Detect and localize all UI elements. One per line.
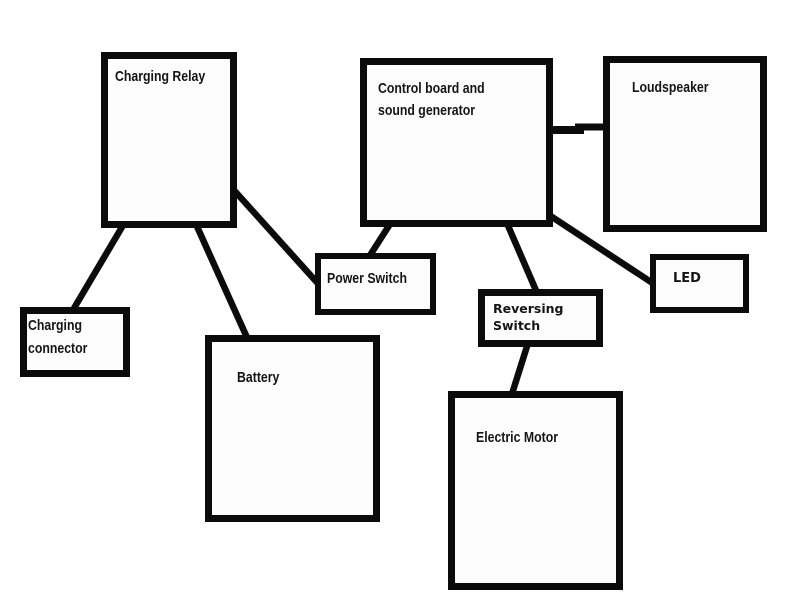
edge-control-board-reversing-switch bbox=[503, 219, 541, 297]
node-reversing-switch: Reversing Switch bbox=[478, 289, 603, 347]
node-charging-relay: Charging Relay bbox=[101, 52, 237, 228]
edge-reversing-switch-electric-motor bbox=[507, 339, 533, 398]
node-loudspeaker-label: Loudspeaker bbox=[632, 79, 709, 96]
node-charging-connector-label: Charging connector bbox=[28, 317, 88, 357]
node-control-board-label: Control board and sound generator bbox=[378, 80, 485, 119]
node-electric-motor-label: Electric Motor bbox=[476, 429, 559, 446]
node-power-switch-label: Power Switch bbox=[327, 270, 407, 287]
node-reversing-switch-label: Reversing Switch bbox=[493, 301, 564, 333]
edge-control-board-led bbox=[544, 210, 659, 289]
node-battery-label: Battery bbox=[237, 369, 280, 386]
edge-charging-relay-battery bbox=[192, 220, 252, 344]
node-power-switch: Power Switch bbox=[315, 253, 436, 315]
node-led: LED bbox=[650, 254, 749, 313]
node-charging-relay-label: Charging Relay bbox=[115, 68, 206, 85]
node-loudspeaker: Loudspeaker bbox=[603, 56, 767, 232]
edge-charging-relay-power-switch bbox=[229, 185, 325, 291]
node-led-label: LED bbox=[673, 271, 701, 286]
node-electric-motor: Electric Motor bbox=[448, 391, 623, 590]
node-control-board: Control board and sound generator bbox=[360, 58, 553, 227]
edge-charging-relay-charging-connector bbox=[67, 220, 128, 317]
node-charging-connector: Charging connector bbox=[20, 307, 130, 377]
node-battery: Battery bbox=[205, 335, 380, 522]
